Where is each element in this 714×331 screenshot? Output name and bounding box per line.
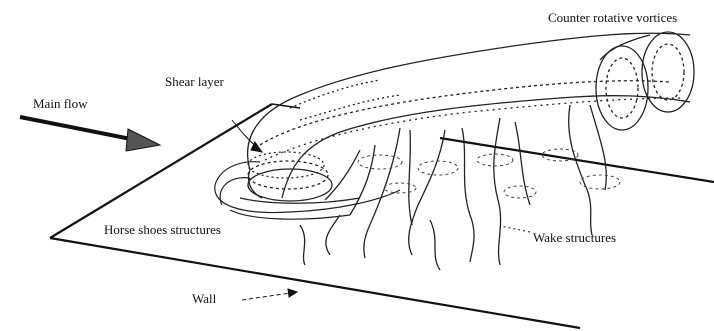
wall-plate [50,104,714,328]
label-shear-layer: Shear layer [165,74,225,89]
label-counter-rotative-vortices: Counter rotative vortices [548,10,677,25]
main-flow-arrow [20,117,160,151]
jet-shear-layer [248,33,690,198]
jet-base [248,152,332,201]
counter-vortex-pair [596,32,694,130]
leader-lines [232,120,530,300]
label-wall: Wall [192,291,217,306]
label-main-flow: Main flow [33,96,88,111]
label-wake-structures: Wake structures [533,230,616,245]
label-horse-shoes-structures: Horse shoes structures [104,222,221,237]
